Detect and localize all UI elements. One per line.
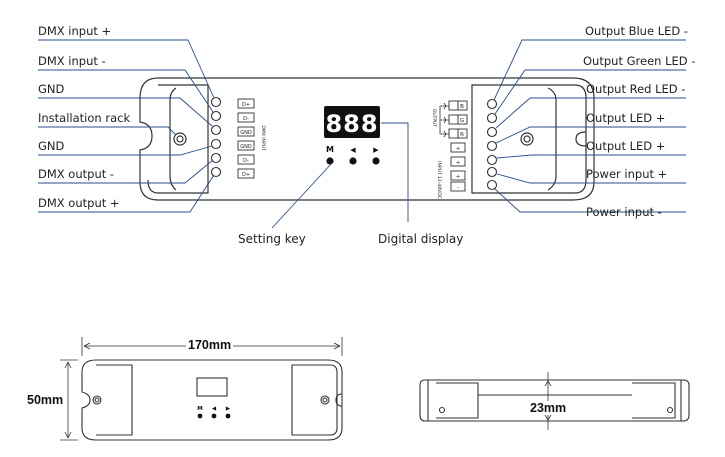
label-output-led-plus-2: Output LED + <box>586 139 666 153</box>
power-input-side-text: INPUT 12-48VDC <box>436 161 442 199</box>
mini-key-mode-label: M <box>197 406 202 412</box>
power-tag-label: - <box>457 185 459 191</box>
label-dmx-input-plus: DMX input + <box>38 24 112 38</box>
terminal-screw-icon <box>486 112 498 124</box>
dmx-terminal-tags <box>237 98 255 179</box>
output-side-text: OUTPUT <box>431 109 437 128</box>
dimension-length: 170mm <box>186 338 234 352</box>
output-screw-terminals <box>486 98 498 191</box>
terminal-screw-icon <box>486 154 498 166</box>
terminal-screw-icon <box>486 166 498 178</box>
dmx-tag-label: D+ <box>242 172 250 178</box>
left-key-button[interactable] <box>349 157 357 165</box>
terminal-screw-icon <box>486 98 498 110</box>
output-tag-label: B <box>460 104 464 110</box>
label-gnd-1: GND <box>38 82 65 96</box>
key-right-label: ▶ <box>373 146 379 154</box>
output-tag-label: + <box>456 160 461 166</box>
display-panel <box>324 106 380 138</box>
label-power-input-minus: Power input - <box>586 205 662 219</box>
mini-keys <box>197 413 231 419</box>
mode-key-button[interactable] <box>326 157 334 165</box>
leader-lines-left <box>38 39 215 213</box>
controller-dimension-view <box>81 359 343 441</box>
label-output-led-plus-1: Output LED + <box>586 111 666 125</box>
caption-digital-display: Digital display <box>378 232 464 246</box>
label-installation-rack: Installation rack <box>38 111 131 125</box>
terminal-screw-icon <box>210 138 222 150</box>
label-output-blue-led-minus: Output Blue LED - <box>585 24 689 38</box>
label-dmx-output-minus: DMX output - <box>38 167 115 181</box>
label-output-green-led-minus: Output Green LED - <box>583 54 696 68</box>
label-output-red-led-minus: Output Red LED - <box>586 82 686 96</box>
caption-setting-key: Setting key <box>238 232 306 246</box>
controller-side-view <box>419 379 690 422</box>
dimension-width: 50mm <box>25 393 66 407</box>
terminal-screw-icon <box>210 166 222 178</box>
dmx-tag-label: D- <box>243 116 249 122</box>
output-terminal-tags <box>448 100 468 192</box>
output-tag-label: R <box>460 132 464 138</box>
dmx-tag-label: D- <box>243 158 249 164</box>
power-tag-label: + <box>456 174 461 180</box>
mini-key-left-label: ◀ <box>212 406 217 412</box>
digital-display: 888 <box>324 106 380 138</box>
dmx-screw-terminals <box>210 96 222 178</box>
dmx-tag-label: GND <box>240 130 252 136</box>
label-power-input-plus: Power input + <box>586 167 668 181</box>
dimension-height: 23mm <box>528 401 569 415</box>
label-dmx-output-plus: DMX output + <box>38 196 120 210</box>
leader-lines-captions <box>271 122 409 229</box>
terminal-screw-icon <box>210 124 222 136</box>
output-tag-label: G <box>460 118 464 124</box>
terminal-screw-icon <box>210 110 222 122</box>
terminal-screw-icon <box>210 152 222 164</box>
dmx-input-side-text: DMX INPUT <box>260 125 266 151</box>
label-gnd-2: GND <box>38 139 65 153</box>
label-dmx-input-minus: DMX input - <box>38 54 106 68</box>
terminal-screw-icon <box>486 140 498 152</box>
display-digits: 888 <box>325 110 378 138</box>
led-symbol-icons <box>439 102 449 138</box>
terminal-screw-icon <box>486 126 498 138</box>
output-tag-label: + <box>456 146 461 152</box>
leader-lines-right <box>493 39 686 213</box>
mini-key-right-label: ▶ <box>226 406 231 412</box>
setting-keys: M ◀ ▶ <box>326 145 380 165</box>
key-left-label: ◀ <box>350 146 356 154</box>
terminal-screw-icon <box>210 96 222 108</box>
right-key-button[interactable] <box>372 157 380 165</box>
dmx-tag-label: GND <box>240 144 252 150</box>
key-mode-label: M <box>326 145 334 154</box>
terminal-screw-icon <box>486 179 498 191</box>
dmx-tag-label: D+ <box>242 102 250 108</box>
